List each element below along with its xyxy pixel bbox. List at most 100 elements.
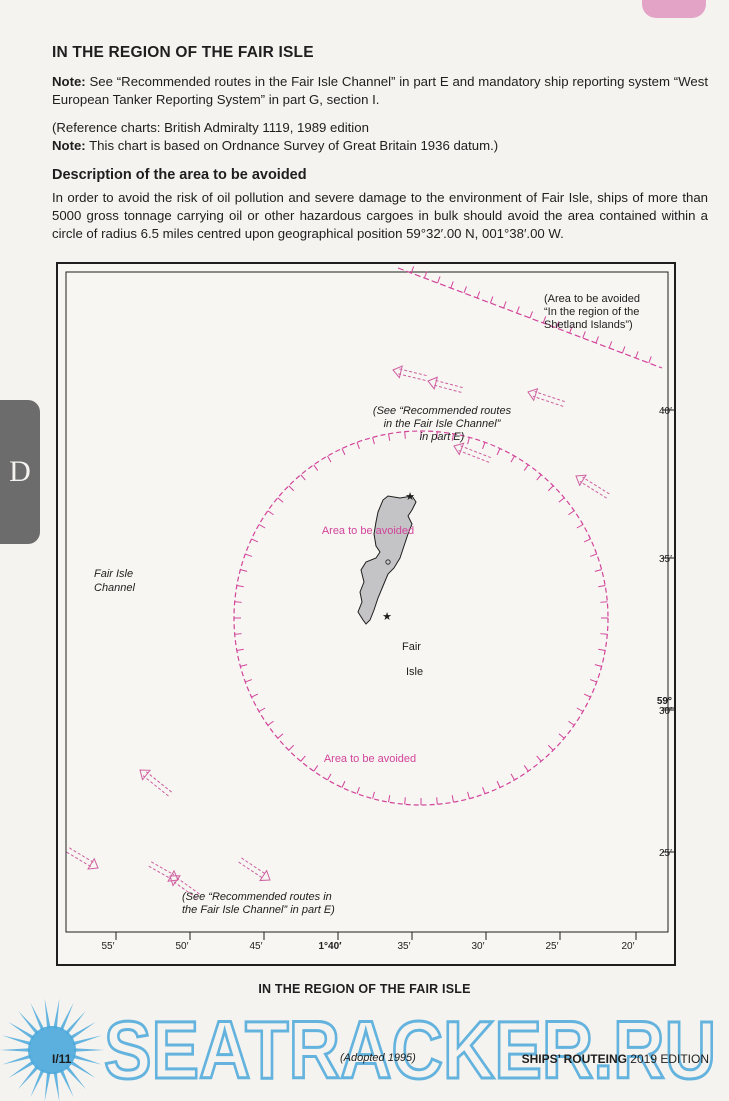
route-arrow-head bbox=[392, 365, 403, 379]
area-circle-tick bbox=[258, 524, 266, 529]
route-arrow-shaft bbox=[238, 861, 264, 880]
section-heading: IN THE REGION OF THE FAIR ISLE bbox=[52, 44, 314, 61]
route-arrow-head bbox=[427, 376, 439, 390]
watermark-sun-core bbox=[28, 1026, 76, 1074]
route-arrow bbox=[66, 847, 99, 870]
shetland-boundary-tick bbox=[489, 296, 494, 304]
reference-paragraph: (Reference charts: British Admiralty 111… bbox=[52, 119, 708, 137]
shetland-note-line-2: “In the region of the bbox=[544, 306, 639, 318]
area-circle-tick bbox=[576, 524, 584, 529]
position-marker bbox=[385, 559, 391, 565]
area-circle-tick bbox=[372, 437, 375, 445]
route-arrow-head bbox=[167, 869, 179, 882]
watermark-sun-ray bbox=[65, 1010, 87, 1035]
area-label-bottom: Area to be avoided bbox=[324, 753, 416, 765]
routes-note-top-line-2: in the Fair Isle Channel” bbox=[384, 418, 502, 430]
area-circle-tick bbox=[240, 664, 248, 667]
chart-drawing: ★ ★ (Area to be avoided “In the region o… bbox=[65, 266, 674, 952]
area-circle-tick bbox=[388, 795, 391, 803]
watermark-text: SEATRACKER.RU bbox=[104, 1005, 716, 1096]
footer-page-number: I/11 bbox=[52, 1052, 72, 1066]
route-arrow-shaft bbox=[458, 450, 490, 463]
datum-note-paragraph: Note: This chart is based on Ordnance Su… bbox=[52, 137, 708, 155]
lon-tick-label: 55′ bbox=[102, 941, 115, 952]
area-circle-tick bbox=[356, 786, 360, 794]
shetland-boundary-tick bbox=[450, 281, 454, 289]
area-circle-tick bbox=[240, 569, 248, 572]
watermark-sun-ray bbox=[53, 998, 60, 1029]
lon-tick-label: 50′ bbox=[176, 941, 189, 952]
area-circle-tick bbox=[496, 780, 501, 788]
shetland-boundary-tick bbox=[410, 266, 415, 274]
shetland-boundary-tick bbox=[569, 326, 573, 334]
route-arrow-shaft bbox=[66, 851, 92, 868]
area-circle-tick bbox=[536, 474, 542, 481]
shetland-boundary-tick bbox=[621, 346, 626, 354]
area-circle-tick bbox=[356, 442, 360, 450]
area-circle-tick bbox=[251, 693, 259, 698]
note-text: See “Recommended routes in the Fair Isle… bbox=[52, 74, 708, 107]
shetland-boundary-tick bbox=[476, 291, 481, 299]
route-arrow-head bbox=[575, 474, 587, 487]
area-circle-tick bbox=[267, 510, 274, 516]
route-arrow-shaft bbox=[150, 861, 175, 876]
watermark-sun-ray bbox=[72, 1054, 102, 1065]
footer-adopted: (Adopted 1995) bbox=[340, 1052, 416, 1064]
footer-edition-text: 2019 EDITION bbox=[626, 1052, 709, 1066]
area-circle-tick bbox=[589, 553, 597, 557]
route-arrow-shaft bbox=[399, 368, 427, 377]
route-arrow-head bbox=[453, 442, 465, 456]
island-label-line-1: Fair bbox=[402, 641, 421, 653]
area-circle-tick bbox=[251, 538, 259, 543]
watermark-sun-ray bbox=[8, 1021, 35, 1040]
section-side-tab: D bbox=[0, 400, 40, 544]
shetland-boundary-tick bbox=[648, 356, 652, 364]
route-arrow bbox=[575, 474, 610, 499]
watermark-sun-ray bbox=[59, 1002, 74, 1031]
page-tab bbox=[642, 0, 706, 18]
area-circle-tick bbox=[451, 795, 454, 803]
shetland-note-line-1: (Area to be avoided bbox=[544, 293, 640, 305]
route-arrow-shaft bbox=[460, 445, 492, 459]
area-circle-tick bbox=[300, 755, 306, 762]
area-circle-tick bbox=[583, 693, 591, 698]
area-circle-tick bbox=[258, 707, 266, 712]
watermark-sun-icon bbox=[0, 998, 104, 1101]
routeing-chart: ★ ★ (Area to be avoided “In the region o… bbox=[56, 262, 676, 966]
shetland-boundary-tick bbox=[608, 341, 613, 349]
area-circle-tick bbox=[558, 497, 565, 503]
route-arrow-shaft bbox=[241, 857, 267, 876]
routes-note-top-line-3: in part E) bbox=[420, 431, 465, 443]
area-circle-tick bbox=[341, 448, 346, 456]
watermark-sun-ray bbox=[2, 1035, 32, 1046]
area-circle-tick bbox=[568, 510, 575, 516]
route-arrow-shaft bbox=[145, 771, 172, 793]
area-circle-tick bbox=[523, 765, 529, 772]
area-circle-tick bbox=[436, 431, 438, 439]
channel-label-line-2: Channel bbox=[94, 582, 136, 594]
area-circle-tick bbox=[547, 744, 554, 751]
area-circle-tick bbox=[594, 664, 602, 667]
channel-label-line-1: Fair Isle bbox=[94, 568, 133, 580]
area-circle-tick bbox=[404, 431, 406, 439]
route-arrow bbox=[427, 376, 463, 393]
area-circle-tick bbox=[267, 720, 274, 726]
star-north: ★ bbox=[405, 491, 415, 503]
watermark-sun-ray bbox=[65, 1065, 87, 1090]
route-arrow-shaft bbox=[532, 395, 564, 407]
area-circle-tick bbox=[598, 585, 606, 588]
star-south: ★ bbox=[382, 611, 392, 623]
area-circle-tick bbox=[576, 707, 584, 712]
watermark-sun-ray bbox=[30, 1002, 45, 1031]
route-arrow-shaft bbox=[148, 865, 172, 880]
area-circle-tick bbox=[236, 648, 244, 651]
route-arrow-shaft bbox=[579, 480, 607, 499]
lon-tick-label: 35′ bbox=[398, 941, 411, 952]
area-circle-tick bbox=[583, 538, 591, 543]
shetland-boundary-tick bbox=[423, 271, 428, 279]
area-circle-tick bbox=[594, 569, 602, 572]
watermark-sun-ray bbox=[73, 1048, 104, 1052]
shetland-boundary-line bbox=[397, 267, 663, 369]
area-circle-tick bbox=[234, 633, 242, 635]
area-circle-tick bbox=[589, 679, 597, 683]
